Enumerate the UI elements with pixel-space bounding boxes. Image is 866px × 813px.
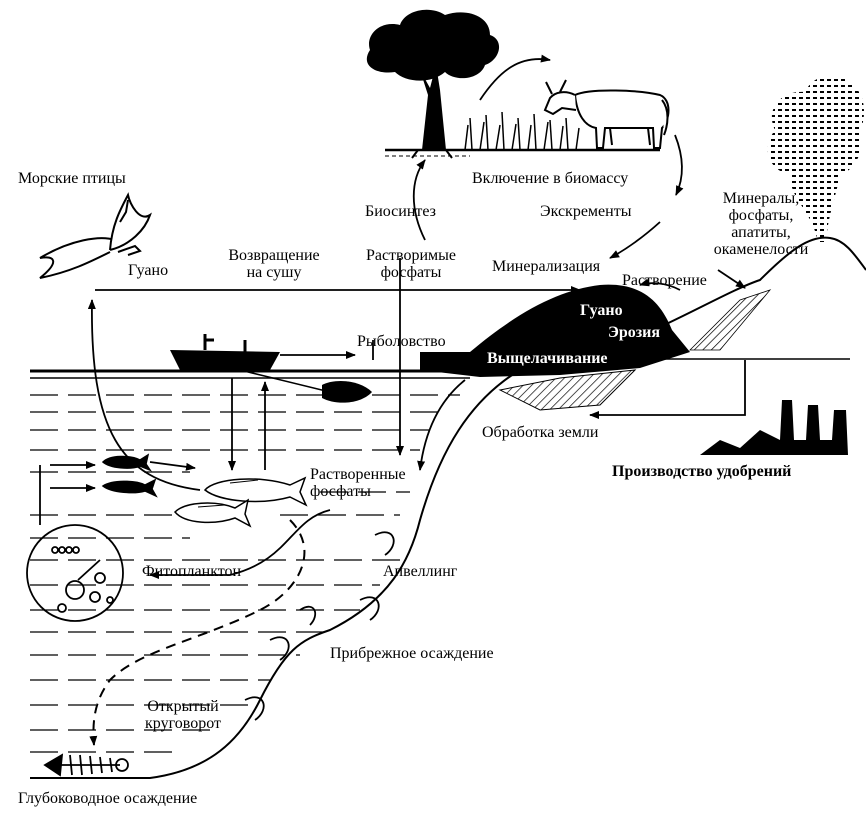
cow-icon <box>545 80 669 148</box>
label-open-cycle: Открытый круговорот <box>118 698 248 732</box>
label-guano-left: Гуано <box>128 262 168 279</box>
fishing-boat-icon <box>170 334 280 370</box>
label-minerals-line-3: апатиты, <box>700 224 822 241</box>
phytoplankton-icon <box>27 525 123 621</box>
label-minerals-line-2: фосфаты, <box>700 207 822 224</box>
label-leaching: Выщелачивание <box>487 350 608 367</box>
factory-icon <box>700 400 848 455</box>
label-land-treatment: Обработка земли <box>482 424 598 441</box>
label-deep-sedimentation: Глубоководное осаждение <box>18 790 197 807</box>
label-guano-right: Гуано <box>580 302 623 319</box>
label-inclusion-biomass: Включение в биомассу <box>472 170 628 187</box>
grass-icon <box>465 112 579 150</box>
flow-arrows <box>40 59 745 720</box>
label-upwelling: Апвеллинг <box>383 563 457 580</box>
label-biosynthesis: Биосинтез <box>365 203 436 220</box>
label-fishing: Рыболовство <box>357 333 446 350</box>
label-erosion: Эрозия <box>608 324 660 341</box>
land-treatment-area <box>500 370 635 410</box>
fish-skeleton-icon <box>45 755 128 775</box>
label-coastal-sedimentation: Прибрежное осаждение <box>330 645 494 662</box>
label-fertilizer-production: Производство удобрений <box>612 463 791 480</box>
label-soluble-line-1: Растворимые <box>355 247 467 264</box>
label-phytoplankton: Фитопланктон <box>142 563 241 580</box>
label-soluble-line-2: фосфаты <box>355 264 467 281</box>
label-return-line-2: на сушу <box>210 264 338 281</box>
label-open-cycle-line-2: круговорот <box>118 715 248 732</box>
label-seabirds: Морские птицы <box>18 170 126 187</box>
tree-icon <box>367 10 499 158</box>
label-excrements: Экскременты <box>540 203 631 220</box>
label-return-line-1: Возвращение <box>210 247 338 264</box>
label-dissolved-line-2: фосфаты <box>310 483 406 500</box>
ground <box>385 150 660 156</box>
label-minerals-line-1: Минералы, <box>700 190 822 207</box>
label-return-to-land: Возвращение на сушу <box>210 247 338 281</box>
label-mineralization: Минерализация <box>492 258 600 275</box>
label-dissolved-line-1: Растворенные <box>310 466 406 483</box>
label-minerals-line-4: окаменелости <box>700 241 822 258</box>
label-dissolved-phosphates: Растворенные фосфаты <box>310 466 406 500</box>
trawl-net-icon <box>240 370 372 403</box>
label-soluble-phosphates: Растворимые фосфаты <box>355 247 467 281</box>
label-minerals: Минералы, фосфаты, апатиты, окаменелости <box>700 190 822 258</box>
label-open-cycle-line-1: Открытый <box>118 698 248 715</box>
label-dissolution: Растворение <box>622 272 707 289</box>
